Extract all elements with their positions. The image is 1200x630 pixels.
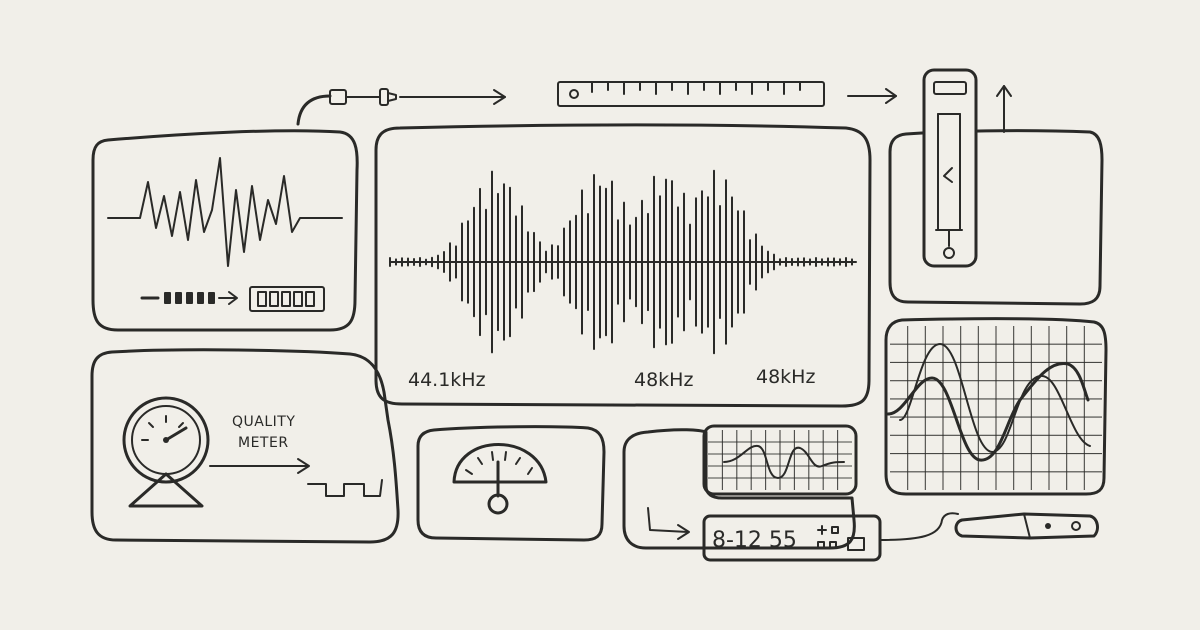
arrow-up-icon: [996, 85, 1012, 133]
waveform-panel: [91, 129, 359, 332]
arrow-right-icon: [647, 507, 690, 540]
dial-panel: [416, 425, 606, 542]
audio-plug-icon: [296, 88, 397, 126]
dial-meter-icon: [452, 443, 548, 515]
meter-label: METER: [238, 435, 289, 451]
readout-panel: 8-12 55: [622, 424, 959, 562]
oscilloscope-grid: [890, 326, 1102, 490]
ruler-slider-icon: [557, 81, 825, 107]
vertical-fader-icon: [922, 68, 978, 268]
sample-waveform: [389, 169, 857, 355]
freq-label-48k-right: 48kHz: [756, 366, 815, 388]
arrow-right-icon: [218, 291, 238, 305]
freq-label-48k-mid: 48kHz: [634, 369, 693, 391]
quality-meter-panel: QUALITY METER: [90, 348, 400, 544]
arrow-right-icon: [399, 89, 506, 105]
usb-stick-icon: [954, 512, 1099, 540]
fader-panel: [888, 68, 1104, 306]
arrow-right-icon: [847, 88, 897, 104]
readout-value: 8-12 55: [712, 528, 797, 553]
oscilloscope-icon: [702, 424, 858, 496]
signal-waveform-icon: [107, 157, 343, 267]
quality-label: QUALITY: [232, 414, 295, 430]
arrow-right-icon: [209, 458, 310, 474]
main-waveform-panel: 44.1kHz 48kHz 48kHz: [374, 123, 872, 408]
analog-gauge-icon: [122, 396, 210, 508]
freq-label-44k: 44.1kHz: [408, 369, 486, 391]
oscilloscope-panel: [884, 317, 1108, 496]
